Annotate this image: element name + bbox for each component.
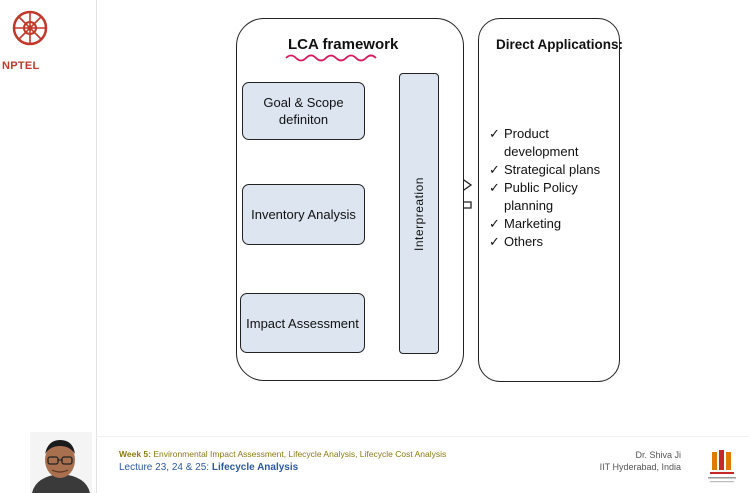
impact-assessment-box: Impact Assessment xyxy=(240,293,365,353)
week-topics: Environmental Impact Assessment, Lifecyc… xyxy=(153,449,447,459)
checkmark-icon: ✓ xyxy=(489,126,500,141)
goal-scope-line-1: Goal & Scope xyxy=(263,95,344,110)
applications-list: ✓ Product development ✓ Strategical plan… xyxy=(489,125,619,251)
direct-applications-frame xyxy=(478,18,620,382)
application-item: ✓ Strategical plans xyxy=(489,161,619,179)
author-institute: IIT Hyderabad, India xyxy=(599,462,681,472)
checkmark-icon: ✓ xyxy=(489,234,500,249)
application-text: Others xyxy=(504,234,544,249)
impact-assessment-label: Impact Assessment xyxy=(246,315,359,331)
week-line: Week 5: Environmental Impact Assessment,… xyxy=(119,449,446,459)
iith-logo-icon xyxy=(704,448,740,488)
application-item: ✓ Others xyxy=(489,233,619,251)
application-text: planning xyxy=(504,198,554,213)
application-text: Marketing xyxy=(504,216,562,231)
lecture-line: Lecture 23, 24 & 25: Lifecycle Analysis xyxy=(119,462,298,473)
lca-framework-title: LCA framework xyxy=(288,36,399,53)
direct-applications-title: Direct Applications: xyxy=(496,37,624,52)
application-item: ✓ Product development xyxy=(489,125,619,161)
inventory-analysis-box: Inventory Analysis xyxy=(242,184,365,245)
footer-divider xyxy=(96,436,749,437)
application-text: Strategical plans xyxy=(504,162,601,177)
interpretation-label: Interpreation xyxy=(412,176,426,251)
week-label: Week 5: xyxy=(119,449,151,459)
nptel-logo-icon xyxy=(12,6,48,64)
application-text: Product xyxy=(504,126,549,141)
application-item: ✓ Marketing xyxy=(489,215,619,233)
left-rail: NPTEL xyxy=(0,0,97,493)
title-underline-squiggle xyxy=(285,54,377,62)
author-name: Dr. Shiva Ji xyxy=(635,450,681,460)
presenter-video-thumbnail xyxy=(30,432,92,493)
author-block: Dr. Shiva Ji IIT Hyderabad, India xyxy=(600,449,681,473)
interpretation-box: Interpreation xyxy=(399,73,439,354)
checkmark-icon: ✓ xyxy=(489,180,500,195)
goal-scope-box: Goal & Scope definiton xyxy=(242,82,365,140)
application-text: Public Policy xyxy=(504,180,578,195)
inventory-analysis-label: Inventory Analysis xyxy=(251,207,356,222)
checkmark-icon: ✓ xyxy=(489,162,500,177)
lecture-title: Lifecycle Analysis xyxy=(211,462,299,473)
goal-scope-line-2: definiton xyxy=(278,112,329,127)
nptel-wordmark: NPTEL xyxy=(2,60,40,72)
lecture-label: Lecture 23, 24 & 25: xyxy=(119,462,210,473)
application-text: development xyxy=(504,144,579,159)
checkmark-icon: ✓ xyxy=(489,216,500,231)
application-item: ✓ Public Policy planning xyxy=(489,179,619,215)
